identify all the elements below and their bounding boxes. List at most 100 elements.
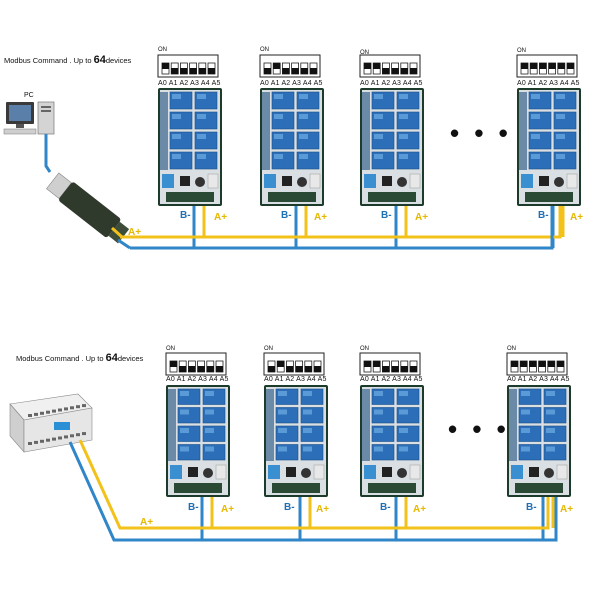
address-labels: A0 A1 A2 A3 A4 A5 [360, 376, 423, 383]
dip-lever [539, 63, 547, 69]
relay-label [399, 94, 408, 99]
relay-board-icon [517, 88, 581, 206]
relay-label [374, 154, 383, 159]
bus-b-minus [130, 206, 554, 250]
drive-bay [41, 110, 51, 112]
dip-lever [373, 361, 381, 367]
dip-lever [391, 366, 399, 372]
relay-label [546, 409, 555, 415]
b-minus-label: B- [284, 502, 295, 513]
chip [382, 176, 392, 186]
relay-label [374, 94, 383, 99]
bus-a-plus-label: A+ [128, 227, 142, 238]
pcb-edge [515, 483, 563, 493]
section-top [157, 54, 581, 248]
dip-lever [511, 361, 518, 367]
dip-lever [268, 366, 275, 372]
pcb-edge [166, 192, 214, 202]
dip-lever [171, 68, 179, 74]
relay-label [399, 134, 408, 139]
relay-label [546, 428, 555, 433]
pc-icon [3, 101, 55, 135]
dip-lever [282, 68, 290, 74]
relay-label [531, 134, 540, 139]
dip-on-label: ON [166, 346, 175, 352]
plc-terminal [82, 432, 86, 436]
plc-terminal [52, 437, 56, 441]
keyboard [3, 128, 37, 135]
a-plus-label: A+ [415, 212, 429, 223]
pcb-edge [368, 192, 416, 202]
relay-label [556, 94, 565, 99]
input-terminal [521, 174, 533, 188]
relay-label [374, 446, 383, 452]
relay-label [556, 154, 565, 159]
dip-lever [364, 361, 371, 367]
relay-board-icon [264, 385, 328, 497]
relay-label [299, 134, 308, 139]
a-plus-label: A+ [314, 212, 328, 223]
connector [409, 464, 421, 480]
capacitor [554, 177, 564, 187]
plc-terminal [76, 405, 80, 409]
relay-label [172, 134, 181, 139]
relay-label [546, 391, 555, 396]
chip [382, 467, 392, 477]
connector [215, 464, 227, 480]
dip-lever [567, 63, 574, 69]
relay-label [399, 446, 408, 452]
connector [207, 173, 219, 189]
relay-label [205, 428, 214, 433]
dip-switch [157, 54, 219, 78]
pcb-edge [525, 192, 573, 202]
b-minus-label: B- [380, 502, 391, 513]
pcb-edge [174, 483, 222, 493]
dip-switch [359, 54, 421, 78]
relay-label [303, 446, 312, 452]
relay-label [531, 94, 540, 99]
a-plus-label: A+ [316, 504, 330, 515]
bus-a-plus-label: A+ [140, 517, 154, 528]
bus-a-plus [120, 206, 562, 239]
relay-label [521, 409, 530, 415]
terminal-strip [262, 92, 270, 170]
connector [409, 173, 421, 189]
dip-lever [300, 68, 308, 74]
plc-terminal [34, 440, 38, 444]
dip-lever [310, 68, 317, 74]
dip-lever [170, 361, 177, 367]
connector [309, 173, 321, 189]
relay-label [399, 409, 408, 415]
dip-lever [529, 361, 537, 367]
adapter-a-lead [110, 226, 124, 239]
command-suffix: devices [105, 56, 132, 65]
relay-label [205, 409, 214, 415]
relay-label [299, 114, 308, 119]
plc-terminal [28, 414, 32, 417]
relay-label [299, 154, 308, 159]
address-labels: A0 A1 A2 A3 A4 A5 [360, 80, 423, 87]
relay-label [374, 391, 383, 396]
dip-lever [400, 68, 408, 74]
capacitor [203, 468, 213, 478]
plc-terminal [70, 406, 74, 410]
plc-led-panel [54, 422, 70, 430]
dip-switch [165, 352, 227, 376]
dip-lever [216, 366, 223, 372]
dip-on-label: ON [260, 47, 269, 53]
relay-label [278, 391, 287, 396]
dip-lever [557, 63, 565, 69]
b-minus-label: B- [538, 210, 549, 221]
plc-terminal [70, 434, 74, 438]
relay-label [374, 114, 383, 119]
b-minus-label: B- [180, 210, 191, 221]
b-minus-label: B- [188, 502, 199, 513]
command-caption-bottom: Modbus Command . Up to 64devices [16, 352, 143, 364]
dip-on-label: ON [360, 346, 369, 352]
relay-label [274, 154, 283, 159]
dip-lever [520, 361, 528, 367]
chip [539, 176, 549, 186]
address-labels: A0 A1 A2 A3 A4 A5 [158, 80, 221, 87]
dip-lever [410, 68, 417, 74]
